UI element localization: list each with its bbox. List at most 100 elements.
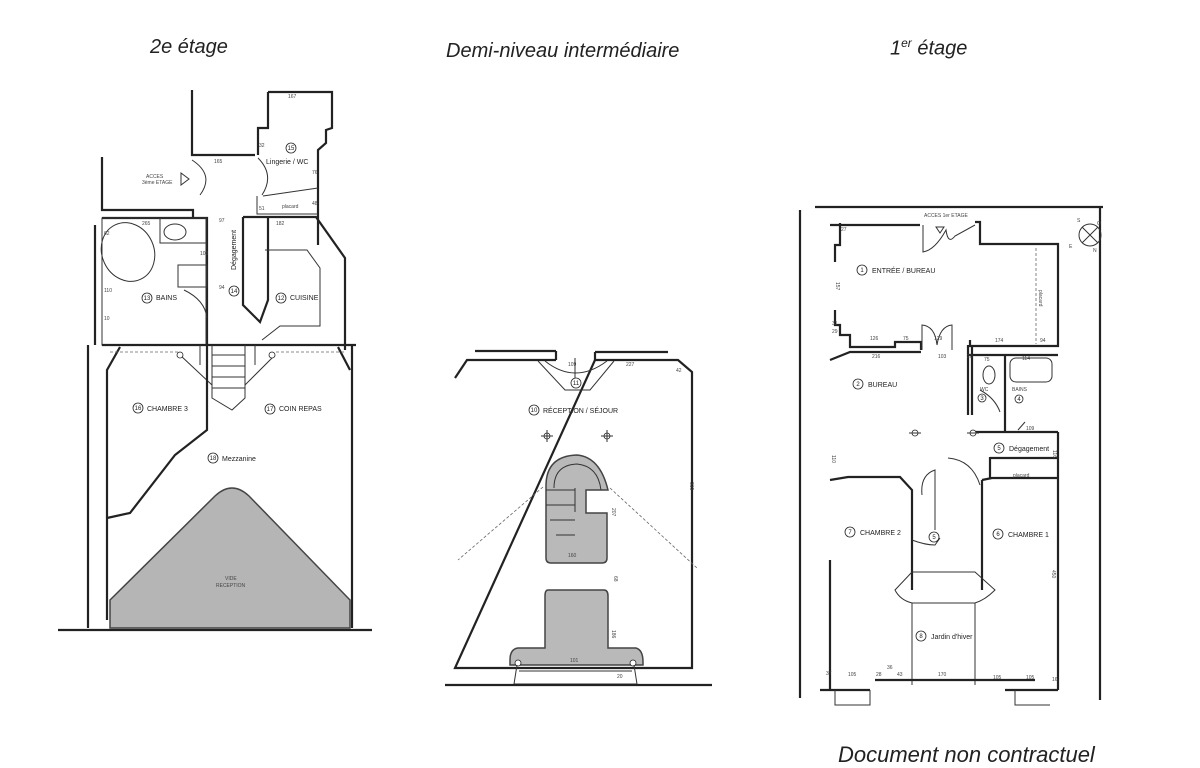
room-label-chambre-2: CHAMBRE 2	[860, 530, 901, 537]
access-arrow-icon	[935, 226, 945, 234]
dimension: 110	[830, 455, 836, 463]
dimension: 186	[610, 630, 616, 639]
dimension: 129	[934, 336, 943, 342]
dimension: 174	[995, 338, 1004, 344]
dimension: 114	[1022, 356, 1030, 362]
dimension: 62	[104, 231, 110, 237]
room-label-chambre-3: CHAMBRE 3	[147, 406, 188, 413]
room-number: 14	[231, 289, 238, 295]
dimension: 105	[993, 675, 1002, 681]
access-label: ACCES	[146, 174, 164, 180]
room-label-chambre-1: CHAMBRE 1	[1008, 532, 1049, 539]
dimension: 103	[938, 354, 947, 360]
dimension: 68	[612, 576, 618, 582]
room-number: 17	[267, 407, 274, 413]
room-number: 11	[573, 381, 580, 387]
room-number: 7	[848, 530, 852, 536]
void-sublabel: RECEPTION	[216, 583, 246, 589]
dimension: 160	[568, 553, 577, 559]
room-label-bureau: BUREAU	[868, 382, 897, 389]
ceiling-light-icon	[541, 430, 553, 442]
access-label: ACCES 1er ETAGE	[924, 213, 968, 219]
compass-east: E	[1069, 244, 1073, 250]
ceiling-light-icon	[601, 430, 613, 442]
stair-number: 5	[932, 535, 936, 541]
entrance-platform	[509, 589, 644, 666]
dimension: 37	[826, 671, 832, 677]
room-label-degagement: Dégagement	[231, 230, 238, 270]
room-label-degagement: Dégagement	[1009, 446, 1049, 453]
compass-icon: S O E N	[1069, 218, 1102, 254]
room-label-bains: BAINS	[156, 295, 177, 302]
dimension: 43	[897, 672, 903, 678]
dimension: 265	[142, 221, 151, 227]
room-label-lingerie-wc: Lingerie / WC	[266, 159, 308, 166]
dimension: 20	[617, 674, 623, 680]
title-2e-etage: 2e étage	[150, 36, 228, 58]
room-number: 8	[919, 634, 923, 640]
dimension: 36	[887, 665, 893, 671]
dimension: 16	[1052, 677, 1058, 683]
dimension: 51	[259, 206, 265, 212]
compass-west: O	[1097, 221, 1101, 227]
dimension: 75	[984, 357, 990, 363]
title-1er-rest: étage	[911, 37, 968, 60]
dimension: 75	[903, 336, 909, 342]
dimension: 27	[841, 227, 847, 233]
room-label-mezzanine: Mezzanine	[222, 456, 256, 463]
room-number: 1	[860, 268, 864, 274]
dimension: 167	[288, 94, 297, 100]
dimension: 450	[1050, 570, 1056, 579]
room-number: 6	[996, 532, 1000, 538]
room-number: 2	[856, 382, 860, 388]
dimension: 48	[312, 201, 318, 207]
dimension: 227	[626, 362, 635, 368]
room-label-bains: BAINS	[1012, 387, 1028, 393]
compass-north: N	[1093, 248, 1097, 254]
void-reception-2e	[109, 487, 351, 629]
title-demi-niveau: Demi-niveau intermédiaire	[446, 40, 680, 62]
dimension: 29	[832, 329, 838, 335]
room-number: 10	[531, 408, 538, 414]
room-label-reception-sejour: RÉCEPTION / SÉJOUR	[543, 406, 618, 415]
plan-1er-etage: ACCES 1er ETAGE S O E N 1 ENTRÉE / BUREA…	[798, 205, 1103, 706]
dimension: 10	[104, 316, 110, 322]
title-1er-etage: 1er étage	[890, 36, 967, 61]
dimension: 76	[312, 170, 318, 176]
plan-2e-etage: ACCES 3ème ETAGE 15 Lingerie / WC placar…	[58, 90, 372, 632]
room-label-entree-bureau: ENTRÉE / BUREAU	[872, 266, 935, 275]
dimension: 42	[676, 368, 682, 374]
ceiling-light-icon	[909, 429, 921, 437]
dimension: 110	[104, 288, 112, 294]
void-label: VIDE	[225, 576, 237, 582]
room-number: 5	[997, 446, 1001, 452]
dimension: 105	[848, 672, 857, 678]
dimension: 109	[1026, 426, 1035, 432]
room-number: 18	[210, 456, 217, 462]
dimension: 28	[876, 672, 882, 678]
dimension: 103	[200, 251, 209, 257]
access-sublabel: 3ème ETAGE	[142, 180, 173, 186]
dimension: 32	[259, 143, 265, 149]
room-label-jardin-d-hiver: Jardin d'hiver	[931, 634, 973, 641]
room-label-cuisine: CUISINE	[290, 295, 319, 302]
dimension: 182	[276, 221, 285, 227]
dimension: 109	[568, 362, 577, 368]
title-1er-sup: er	[901, 36, 912, 50]
room-number: 13	[144, 296, 151, 302]
plan-demi-niveau: 11 10 RÉCEPTION / SÉJOUR 160 109 227 42 …	[445, 349, 712, 687]
dimension: 126	[870, 336, 879, 342]
room-number: 16	[135, 406, 142, 412]
dimension: 94	[1040, 338, 1046, 344]
placard-label: placard	[1013, 473, 1030, 479]
room-label-coin-repas: COIN REPAS	[279, 406, 322, 413]
dimension: 170	[938, 672, 947, 678]
dimension: 116	[1051, 450, 1057, 458]
room-number: 4	[1017, 397, 1021, 403]
dimension: 207	[610, 508, 616, 517]
room-number: 12	[278, 296, 285, 302]
compass-south: S	[1077, 218, 1081, 224]
title-1er-number: 1	[890, 37, 902, 60]
dimension: 94	[219, 285, 225, 291]
